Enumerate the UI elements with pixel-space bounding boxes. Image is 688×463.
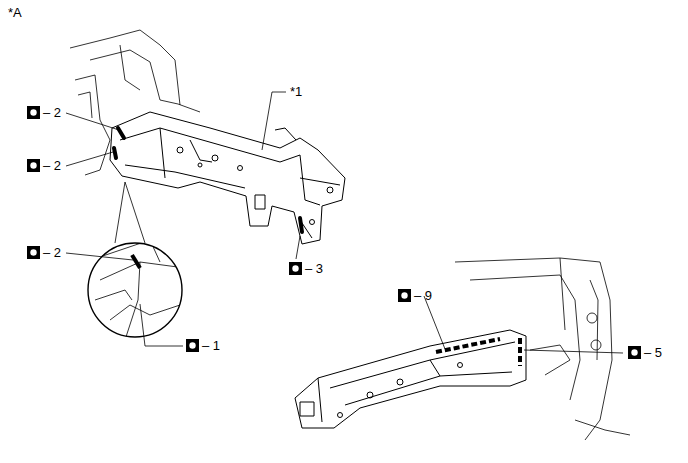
weld-marks [114, 128, 302, 232]
side-member-lower [295, 330, 526, 428]
magnifier [85, 182, 200, 340]
callout-number: – 2 [43, 246, 61, 260]
callout-number: – 9 [414, 289, 432, 303]
figure-label: *A [8, 6, 22, 20]
callout-number: – 3 [305, 262, 323, 276]
weld-marks [436, 338, 520, 366]
weld-symbols [27, 106, 641, 359]
side-member-upper [110, 112, 345, 244]
callout-number: – 1 [202, 339, 220, 353]
callout-number: – 2 [43, 159, 61, 173]
callout-number: – 5 [644, 346, 662, 360]
part-callout: *1 [290, 85, 302, 99]
body-panel [70, 30, 200, 175]
callout-number: – 2 [43, 106, 61, 120]
leader-lines [66, 92, 623, 353]
